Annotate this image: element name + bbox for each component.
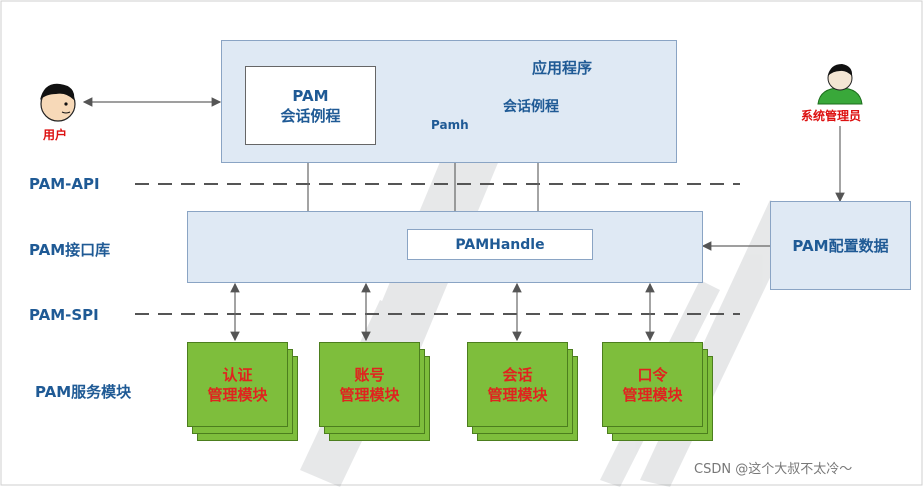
layer-label-spi: PAM-SPI [29, 306, 99, 324]
module-auth-line2: 管理模块 [207, 385, 268, 404]
layer-label-lib: PAM接口库 [29, 241, 111, 259]
module-session-line1: 会话 [502, 365, 533, 384]
pam-config-data-label: PAM配置数据 [792, 237, 889, 255]
module-account-line2: 管理模块 [339, 385, 400, 404]
pam-session-routine-line1: PAM [292, 86, 329, 105]
csdn-credit: CSDN @这个大叔不太冷～ [694, 462, 853, 477]
module-account: 账号 管理模块 [319, 342, 420, 427]
pam-handle-box: PAMHandle [407, 229, 593, 260]
admin-label: 系统管理员 [801, 109, 862, 123]
pam-session-routine-line2: 会话例程 [280, 106, 341, 125]
user-icon [40, 83, 76, 122]
module-session: 会话 管理模块 [467, 342, 568, 427]
pamh-label: Pamh [431, 118, 469, 132]
admin-icon [817, 64, 863, 105]
layer-label-modules: PAM服务模块 [35, 383, 132, 401]
pam-session-routine-box: PAM 会话例程 [245, 66, 376, 145]
application-title: 应用程序 [532, 59, 593, 77]
module-auth-line1: 认证 [222, 365, 253, 384]
module-account-line1: 账号 [354, 365, 385, 384]
module-auth: 认证 管理模块 [187, 342, 288, 427]
layer-label-api: PAM-API [29, 175, 100, 193]
module-password-line1: 口令 [637, 365, 668, 384]
pam-handle-label: PAMHandle [455, 236, 545, 253]
application-session-routine: 会话例程 [503, 99, 559, 115]
pam-config-data-box: PAM配置数据 [770, 201, 911, 290]
module-password: 口令 管理模块 [602, 342, 703, 427]
user-label: 用户 [43, 128, 68, 142]
module-password-line2: 管理模块 [622, 385, 683, 404]
module-session-line2: 管理模块 [487, 385, 548, 404]
